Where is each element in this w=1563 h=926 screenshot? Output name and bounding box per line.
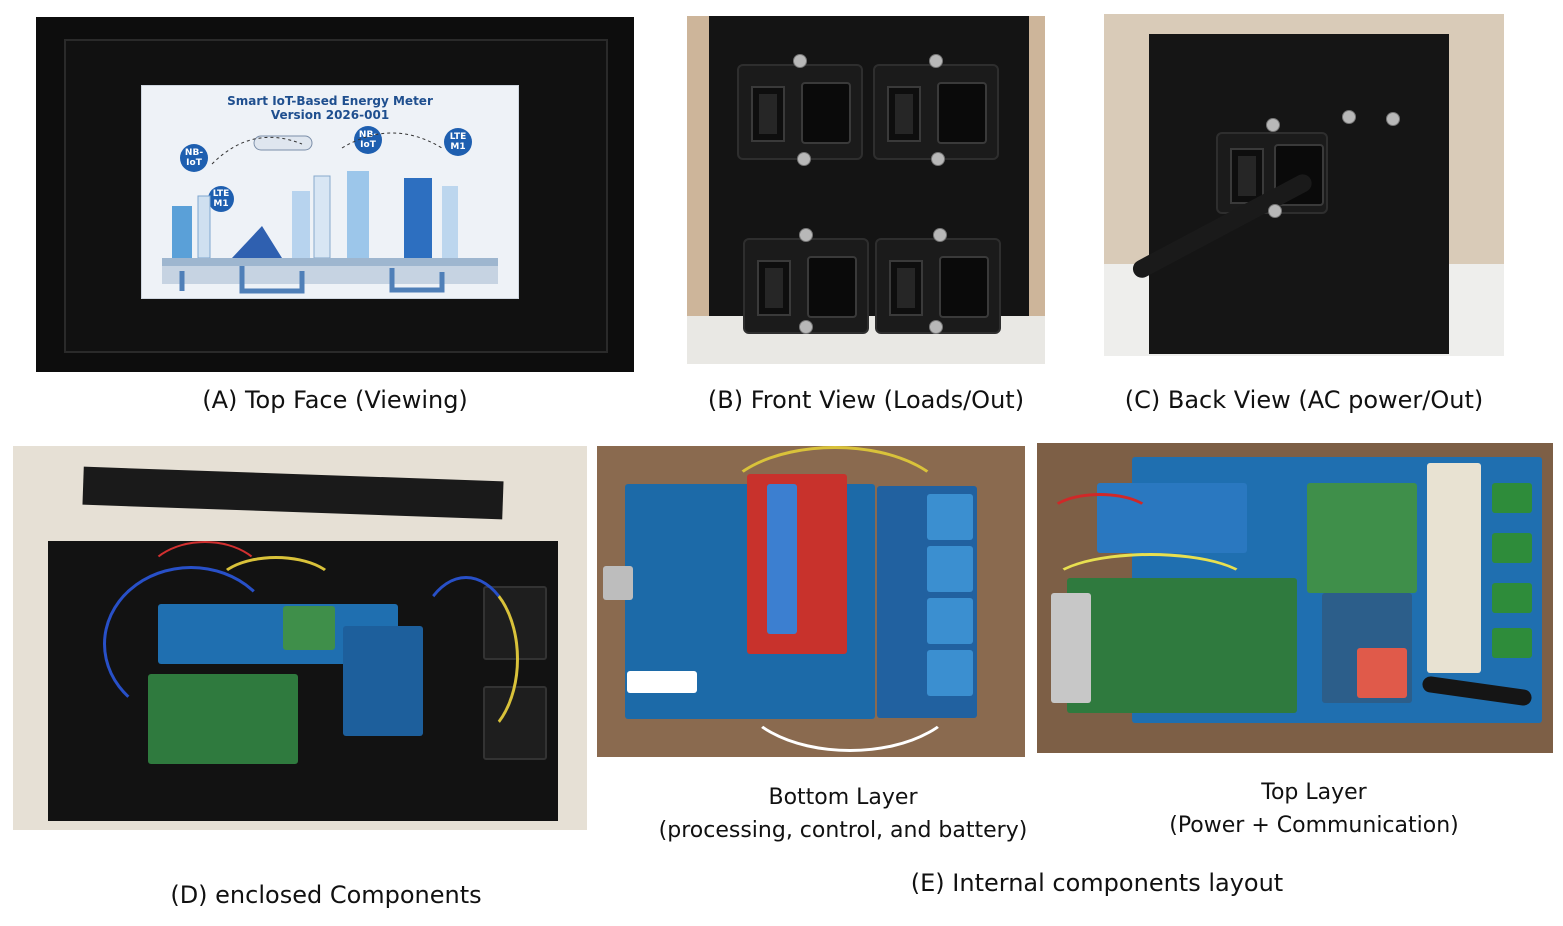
- rocker-switch: [889, 260, 923, 316]
- terminal-block: [1492, 483, 1532, 513]
- prototype-area: [1427, 463, 1481, 673]
- wiring: [717, 446, 953, 572]
- photo-back-view: [1104, 14, 1504, 356]
- wiring: [413, 576, 519, 742]
- socket-module: [875, 238, 1001, 334]
- caption-e-bottom-line1: Bottom Layer: [768, 785, 918, 810]
- rocker-switch: [887, 86, 921, 142]
- iec-socket: [801, 82, 851, 144]
- screw: [931, 152, 945, 166]
- screw: [933, 228, 947, 242]
- caption-e-bottom-line2: (processing, control, and battery): [658, 818, 1028, 843]
- lte-bubble: LTE M1: [444, 128, 472, 156]
- caption-c: (C) Back View (AC power/Out): [1124, 386, 1484, 414]
- sim-chip: [1357, 648, 1407, 698]
- expansion-board: [343, 626, 423, 736]
- caption-a: (A) Top Face (Viewing): [202, 386, 468, 414]
- terminal-block: [1492, 628, 1532, 658]
- terminal-block: [1492, 533, 1532, 563]
- screw: [1386, 112, 1400, 126]
- rocker-switch: [757, 260, 791, 316]
- photo-front-view: [687, 16, 1045, 364]
- board-logo: [627, 671, 697, 693]
- ct-sensor: [927, 598, 973, 644]
- wiring: [143, 541, 267, 625]
- photo-top-face: Smart IoT-Based Energy Meter Version 202…: [36, 17, 634, 372]
- caption-e-top-line1: Top Layer: [1261, 780, 1367, 805]
- iec-socket: [937, 82, 987, 144]
- usb-connector: [603, 566, 633, 600]
- screen-version: Version 2026-001: [270, 108, 390, 122]
- enclosure-lid: [82, 466, 504, 520]
- screw: [799, 320, 813, 334]
- wiring: [213, 556, 339, 622]
- screw: [1268, 204, 1282, 218]
- wiring: [1047, 553, 1253, 619]
- photo-top-layer: [1037, 443, 1553, 753]
- caption-e-top: Top Layer (Power + Communication): [1037, 776, 1563, 842]
- terminal-block: [1492, 583, 1532, 613]
- photo-bottom-layer: [597, 446, 1025, 757]
- wiring: [1047, 493, 1153, 539]
- ct-sensor: [927, 546, 973, 592]
- wiring: [737, 626, 963, 752]
- caption-e-top-line2: (Power + Communication): [1169, 813, 1459, 838]
- screw: [797, 152, 811, 166]
- socket-module: [873, 64, 999, 160]
- caption-e: (E) Internal components layout: [910, 869, 1284, 897]
- iec-socket: [939, 256, 989, 318]
- power-inlet-module: [1216, 132, 1328, 214]
- nbiot-bubble: NB-IoT: [180, 144, 208, 172]
- rocker-switch: [1230, 148, 1264, 204]
- socket-module: [743, 238, 869, 334]
- rocker-switch: [751, 86, 785, 142]
- screw: [1342, 110, 1356, 124]
- screw: [799, 228, 813, 242]
- photo-enclosed-components: [13, 446, 587, 830]
- socket-module: [737, 64, 863, 160]
- screw: [929, 54, 943, 68]
- smart-city-illustration: [162, 132, 498, 294]
- screw: [793, 54, 807, 68]
- caption-b: (B) Front View (Loads/Out): [707, 386, 1025, 414]
- screw: [929, 320, 943, 334]
- screw: [1266, 118, 1280, 132]
- iec-socket: [807, 256, 857, 318]
- caption-d: (D) enclosed Components: [170, 881, 482, 909]
- acdc-power-module: [1307, 483, 1417, 593]
- caption-e-bottom: Bottom Layer (processing, control, and b…: [597, 781, 1089, 847]
- lte-bubble: LTE M1: [208, 186, 234, 212]
- screen-title: Smart IoT-Based Energy Meter: [227, 94, 433, 108]
- display-screen: Smart IoT-Based Energy Meter Version 202…: [141, 85, 519, 299]
